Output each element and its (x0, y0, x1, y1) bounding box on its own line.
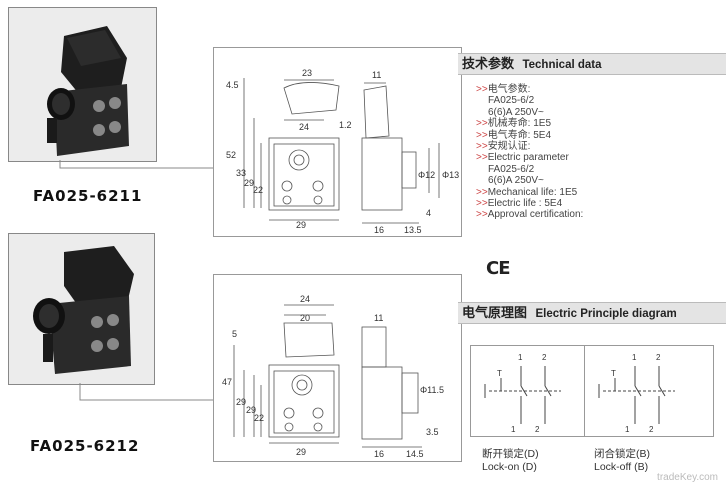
product-photo-2 (8, 233, 155, 385)
dim-2d: 5 (232, 329, 237, 339)
watermark: tradeKey.com (657, 472, 718, 483)
technical-data-header: 技术参数 Technical data (458, 53, 726, 75)
dim-2h: 22 (254, 413, 264, 423)
technical-drawing-2: 24 20 11 5 47 29 29 22 29 Φ11.5 3.5 16 1… (213, 274, 462, 462)
arrow-marker-icon: >> (476, 198, 488, 210)
dim-1o: 13.5 (404, 225, 422, 235)
pin-bottom-2a: 1 (625, 425, 630, 434)
dim-2b: 20 (300, 313, 310, 323)
principle-diagram-1: T 1 2 1 2 (470, 345, 600, 437)
spec-line: 6(6)A 250V~ (488, 175, 544, 187)
pin-top-2b: 2 (656, 353, 661, 362)
arrow-marker-icon: >> (476, 129, 488, 141)
principle-caption-1: 断开锁定(D) Lock-on (D) (482, 448, 539, 474)
spec-line: FA025-6/2 (488, 95, 535, 107)
technical-drawing-1: 4.5 23 11 24 1.2 52 33 29 22 29 Φ12 Φ13 … (213, 47, 462, 237)
ce-mark-icon: CE (486, 258, 510, 279)
drawing-2-lines: 24 20 11 5 47 29 29 22 29 Φ11.5 3.5 16 1… (222, 294, 444, 459)
dim-2a: 24 (300, 294, 310, 304)
pin-top-1b: 2 (542, 353, 547, 362)
dim-1b: 23 (302, 68, 312, 78)
switch-image-1 (9, 8, 156, 161)
circuit-schematic-1: T 1 2 1 2 (484, 353, 561, 434)
arrow-marker-icon: >> (476, 152, 488, 164)
dim-1d: 24 (299, 122, 309, 132)
t-label-1: T (497, 369, 502, 378)
pin-bottom-1b: 2 (535, 425, 540, 434)
dim-1f: 52 (226, 150, 236, 160)
dim-2g: 29 (246, 405, 256, 415)
spec-line: >>Mechanical life: 1E5 (476, 186, 578, 198)
dim-1g: 33 (236, 168, 246, 178)
spec-line: >>电气寿命: 5E4 (476, 129, 552, 141)
arrow-marker-icon: >> (476, 209, 488, 221)
model-label-1: FA025-6211 (33, 187, 143, 205)
dim-1n: 16 (374, 225, 384, 235)
dim-2k: 3.5 (426, 427, 439, 437)
technical-data-title-en: Technical data (522, 59, 602, 71)
dim-1l: Φ13 (442, 170, 459, 180)
spec-line: >>Electric life : 5E4 (476, 198, 563, 210)
spec-line: >>电气参数: (476, 84, 531, 95)
technical-data-title-zh: 技术参数 (462, 56, 515, 71)
spec-line: >>安规认证: (476, 141, 531, 153)
dim-1i: 22 (253, 185, 263, 195)
dim-1h: 29 (244, 178, 254, 188)
spec-line: 6(6)A 250V~ (488, 106, 544, 118)
principle-title-en: Electric Principle diagram (535, 308, 677, 320)
drawing-1-lines: 4.5 23 11 24 1.2 52 33 29 22 29 Φ12 Φ13 … (226, 68, 459, 235)
pin-bottom-1a: 1 (511, 425, 516, 434)
spec-line: FA025-6/2 (488, 163, 535, 175)
pin-top-1a: 1 (518, 353, 523, 362)
dim-1m: 4 (426, 208, 431, 218)
caption-2-zh: 闭合锁定(B) (594, 448, 650, 460)
dim-1e: 1.2 (339, 120, 352, 130)
dim-2m: 14.5 (406, 449, 424, 459)
dim-2e: 47 (222, 377, 232, 387)
spec-list: >>电气参数: FA025-6/2 6(6)A 250V~ >>机械寿命: 1E… (476, 84, 583, 221)
dim-1k: Φ12 (418, 170, 435, 180)
t-label-2: T (611, 369, 616, 378)
spec-line: >>Approval certification: (476, 209, 584, 221)
dim-2f: 29 (236, 397, 246, 407)
principle-diagram-header: 电气原理图 Electric Principle diagram (458, 302, 726, 324)
arrow-marker-icon: >> (476, 118, 488, 130)
arrow-marker-icon: >> (476, 141, 488, 153)
spec-line: >>机械寿命: 1E5 (476, 118, 552, 130)
arrow-marker-icon: >> (476, 84, 488, 95)
principle-diagram-2: T 1 2 1 2 (584, 345, 714, 437)
dim-2j: Φ11.5 (420, 385, 444, 395)
dim-2c: 11 (374, 313, 383, 323)
spec-line: >>Electric parameter (476, 152, 569, 164)
circuit-schematic-2: T 1 2 1 2 (598, 353, 675, 434)
product-photo-1 (8, 7, 157, 162)
caption-2-en: Lock-off (B) (594, 461, 649, 473)
principle-caption-2: 闭合锁定(B) Lock-off (B) (594, 448, 650, 474)
dim-2i: 29 (296, 447, 306, 457)
dim-2l: 16 (374, 449, 384, 459)
caption-1-en: Lock-on (D) (482, 461, 537, 473)
caption-1-zh: 断开锁定(D) (482, 448, 539, 460)
model-label-2: FA025-6212 (30, 437, 140, 455)
dim-1a: 4.5 (226, 80, 239, 90)
dim-1c: 11 (372, 70, 381, 80)
dim-1j: 29 (296, 220, 306, 230)
pin-bottom-2b: 2 (649, 425, 654, 434)
arrow-marker-icon: >> (476, 186, 488, 198)
pin-top-2a: 1 (632, 353, 637, 362)
principle-title-zh: 电气原理图 (462, 305, 528, 320)
switch-image-2 (9, 234, 154, 384)
